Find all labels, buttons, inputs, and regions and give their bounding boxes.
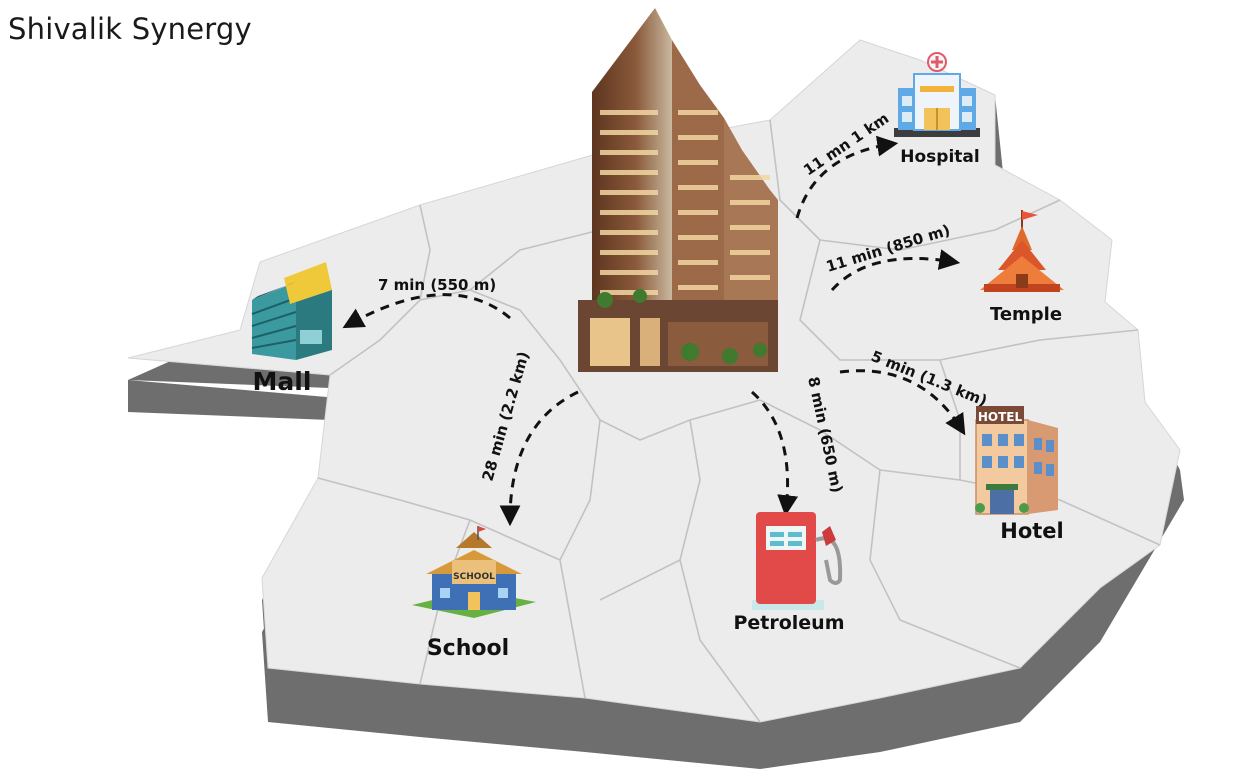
route-label-mall: 7 min (550 m) [378,276,496,294]
fuel-pump-icon [752,512,843,610]
hotel-icon: HOTEL [975,406,1058,515]
building-tower-icon [578,8,778,372]
school-icon: SCHOOL [412,526,536,618]
district-borders [317,119,1161,723]
project-title: Shivalik Synergy [8,12,252,46]
place-label-mall: Mall [253,367,312,396]
route-arrow-temple [830,249,961,292]
hospital-icon [894,52,980,137]
route-arrow-school [499,390,579,527]
place-label-temple: Temple [990,304,1062,325]
mall-icon [251,262,332,360]
route-arrow-mall [342,293,511,329]
hotel-sign: HOTEL [978,410,1023,424]
temple-icon [980,210,1064,292]
place-label-hospital: Hospital [900,147,979,167]
school-sign: SCHOOL [453,572,495,582]
route-arrow-hotel [839,369,966,436]
place-label-petroleum: Petroleum [733,612,844,634]
place-label-hotel: Hotel [1000,519,1063,543]
place-label-school: School [427,636,509,661]
